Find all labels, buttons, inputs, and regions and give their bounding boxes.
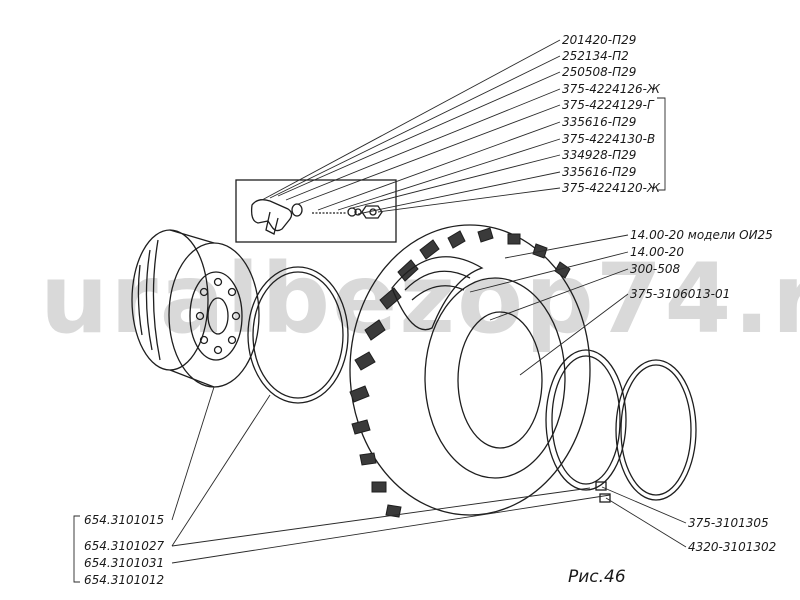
valve-stem: [265, 211, 279, 235]
rim-hub: [189, 271, 243, 361]
rim-bottom-edge: [169, 369, 215, 388]
rim-label: 654.3101027: [84, 539, 165, 553]
ring-label: 375-3101305: [688, 516, 769, 530]
tire-cutaway: [391, 256, 484, 331]
tire-label: 14.00-20: [630, 245, 684, 259]
rim-top-edge: [169, 229, 215, 244]
valve-label: 375-4224129-Г: [562, 98, 655, 112]
lock-ring-inner: [551, 355, 621, 485]
valve-label: 252134-П2: [562, 49, 629, 63]
valve-cap: [291, 203, 303, 217]
valve-label: 375-4224120-Ж: [562, 181, 661, 195]
valve-body: [250, 199, 293, 232]
tire-cutaway-tube: [411, 285, 465, 301]
tire-label-list: 14.00-20 модели ОИ25 14.00-20 300-508 37…: [630, 228, 773, 301]
tire-label: 300-508: [630, 262, 681, 276]
valve-ring: [354, 208, 362, 216]
rim-label-list: 654.3101015 654.3101027 654.3101031 654.…: [84, 513, 165, 587]
side-ring-left: [247, 266, 349, 404]
tire-label: 14.00-20 модели ОИ25: [630, 228, 773, 242]
valve-nut-hole: [369, 208, 377, 216]
lock-ring: [545, 349, 627, 491]
valve-box-frame: [235, 179, 397, 243]
side-ring-right-inner: [620, 364, 692, 496]
side-ring-left-inner: [252, 271, 344, 399]
leader-lines: [73, 39, 687, 583]
ring-label: 4320-3101302: [688, 540, 776, 554]
ring-label-list: 375-3101305 4320-3101302: [688, 516, 776, 554]
ring-clip-parts: [595, 481, 611, 503]
valve-label: 375-4224130-В: [562, 132, 655, 146]
figure-caption: Рис.46: [568, 567, 626, 587]
rim-label: 654.3101031: [84, 556, 164, 570]
rim-bolt-holes: [195, 277, 241, 355]
side-ring-right: [615, 359, 697, 501]
rim-label: 654.3101015: [84, 513, 164, 527]
rim-center-hole: [207, 297, 229, 335]
valve-nut: [361, 205, 383, 219]
tire-bead: [424, 277, 566, 479]
valve-label: 250508-П29: [562, 65, 636, 79]
rim-label: 654.3101012: [84, 573, 164, 587]
tire-cutaway-ply: [404, 270, 471, 291]
valve-label: 201420-П29: [562, 33, 636, 47]
tire: [349, 224, 591, 518]
tire-outer: [349, 224, 591, 516]
valve-label: 335616-П29: [562, 115, 636, 129]
rim-hatching: [137, 239, 161, 361]
valve-label: 335616-П29: [562, 165, 636, 179]
tire-inner-tube-view: [457, 311, 543, 449]
valve-label: 375-4224126-Ж: [562, 82, 661, 96]
wheel-rim: [131, 229, 260, 388]
tire-label: 375-3106013-01: [630, 287, 730, 301]
valve-label: 334928-П29: [562, 148, 636, 162]
valve-assembly: [235, 179, 397, 243]
valve-label-list: 201420-П29 252134-П2 250508-П29 375-4224…: [562, 33, 661, 195]
watermark-text: uralbezop74.ru: [40, 243, 800, 355]
